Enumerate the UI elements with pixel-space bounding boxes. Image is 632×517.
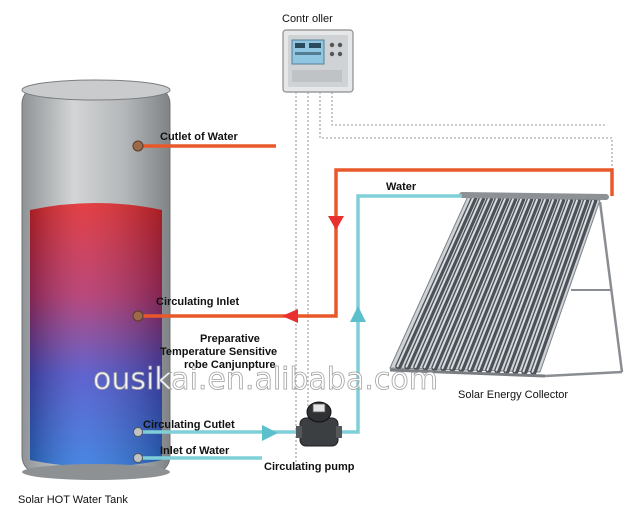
tank-label: Solar HOT Water Tank	[18, 494, 128, 506]
hot-water-pipes	[140, 144, 614, 318]
solar-collector-label: Solar Energy Collector	[458, 389, 568, 401]
sensor-label-line3: robe Canjunpture	[184, 359, 276, 371]
return-pipe	[142, 168, 614, 318]
watermark: ousikai.en.alibaba.com	[93, 362, 438, 397]
flow-arrow-left	[282, 309, 298, 323]
vacuum-tube-highlight	[432, 197, 506, 369]
flow-arrow-down	[328, 216, 344, 230]
vacuum-tube-highlight	[495, 199, 562, 372]
circulating-pump	[296, 401, 342, 447]
vacuum-tube-highlight	[396, 197, 474, 368]
collector-stand	[598, 201, 624, 373]
control-wires	[295, 92, 613, 470]
flow-arrow-up	[350, 306, 366, 322]
controller-unit	[282, 29, 354, 93]
vacuum-tube-highlight	[522, 199, 586, 373]
vacuum-tube-highlight	[468, 198, 538, 371]
solar-collector	[389, 192, 624, 378]
vacuum-tube-highlight	[513, 199, 578, 373]
vacuum-tube-highlight	[423, 197, 498, 369]
water-label: Water	[386, 181, 417, 193]
vacuum-tube-highlight	[405, 197, 482, 368]
sensor-label-line2: Temperature Sensitive	[160, 346, 277, 358]
circulating-inlet-label: Circulating Inlet	[156, 296, 239, 308]
water-tank	[21, 79, 171, 480]
vacuum-tube-highlight	[414, 197, 490, 368]
vacuum-tube-highlight	[441, 198, 514, 370]
circulating-outlet-label: Circulating Cutlet	[143, 419, 235, 431]
vacuum-tube-highlight	[450, 198, 522, 370]
flow-arrow-right	[262, 425, 278, 441]
circulating-pump-label: Circulating pump	[264, 461, 355, 473]
tank-fittings	[132, 140, 144, 463]
controller-label: Contr oller	[282, 13, 333, 25]
vacuum-tube-highlight	[504, 199, 570, 372]
inlet-of-water-label: Inlet of Water	[160, 445, 230, 457]
vacuum-tube-highlight	[459, 198, 530, 370]
vacuum-tube-highlight	[477, 198, 546, 371]
sensor-label-line1: Preparative	[200, 333, 260, 345]
vacuum-tube-highlight	[486, 198, 554, 371]
vacuum-tube-highlight	[531, 199, 594, 373]
collector-manifold	[459, 192, 609, 200]
outlet-of-water-label: Cutlet of Water	[160, 131, 239, 143]
